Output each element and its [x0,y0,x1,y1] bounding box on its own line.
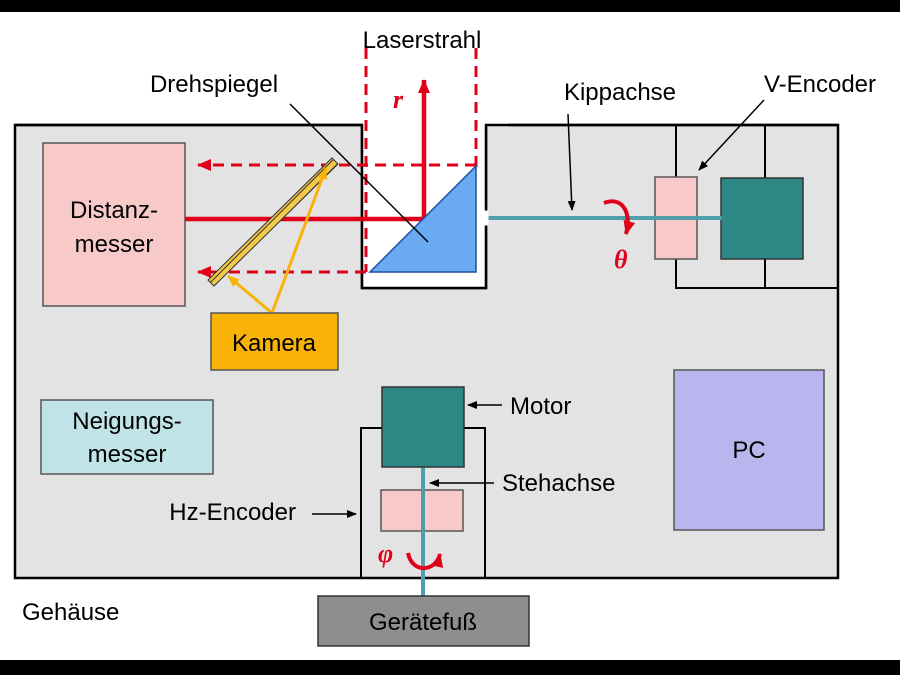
pc-label: PC [732,437,765,464]
motor-label: Motor [510,393,571,420]
v-encoder-leader [698,99,765,171]
tilt-axis-leader [567,113,576,211]
rotating-mirror-label: Drehspiegel [150,71,278,98]
pc-box [673,369,825,531]
camera-arrow-upper [270,167,328,314]
phi-rotation-arrow [406,552,444,571]
tilt-axis-bearing [477,210,489,226]
hz-encoder-label: Hz-Encoder [169,499,296,526]
laser-beam-label: Laserstrahl [363,27,482,54]
inclinometer-box [40,399,214,475]
rangefinder-label-line1: Distanz- [70,197,158,224]
camera-label: Kamera [232,330,317,357]
housing-label: Gehäuse [22,599,119,626]
device-base-box [317,595,530,647]
device-base-label: Gerätefuß [369,609,477,636]
rotating-mirror-leader [289,103,429,243]
standing-axis-label: Stehachse [502,470,615,497]
tilt-axis-label: Kippachse [564,79,676,106]
tilt-motor-box [720,177,804,260]
camera-arrow-lower [227,274,273,315]
beam-splitter [207,157,339,287]
theta-rotation-arrow [603,199,636,235]
camera-box [210,312,339,371]
inclinometer-label-line2: messer [88,441,167,468]
rangefinder-box [42,142,186,307]
rangefinder-label-line2: messer [75,231,154,258]
range-symbol: r [393,85,404,114]
inclinometer-label-line1: Neigungs- [72,408,181,435]
rotating-mirror [368,164,477,273]
motor-box [381,386,465,468]
mirror-bay-walls [360,125,488,290]
v-encoder-label: V-Encoder [764,71,876,98]
theta-symbol: θ [614,245,628,274]
phi-symbol: φ [378,539,393,568]
